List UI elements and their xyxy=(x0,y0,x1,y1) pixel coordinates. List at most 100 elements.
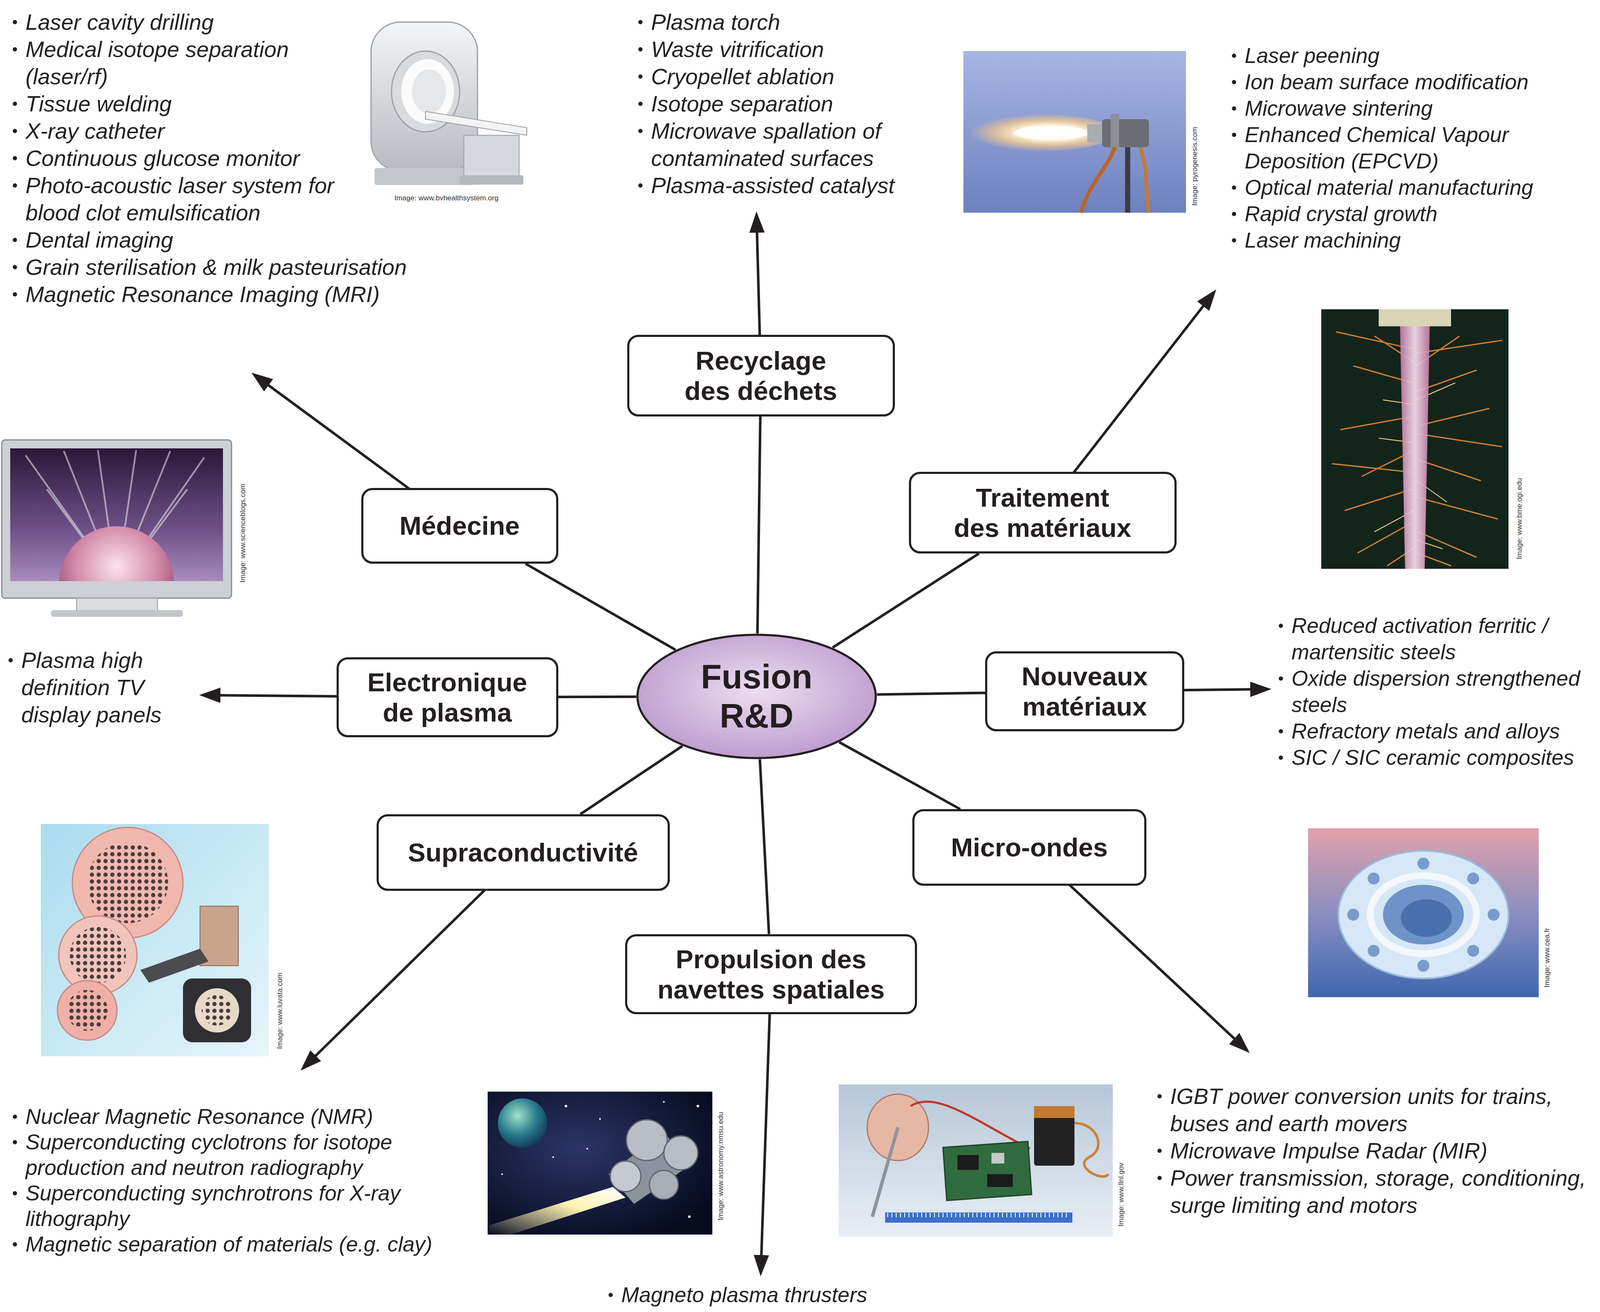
list-item: Superconducting synchrotrons for X-ray l… xyxy=(8,1180,477,1232)
application-text: Magnetic separation of materials (e.g. c… xyxy=(25,1232,433,1257)
image-credit: Image: www.astronomy.nmsu.edu xyxy=(716,1112,726,1221)
radar-device-photo xyxy=(910,1101,1030,1149)
mri-scanner-photo xyxy=(459,175,524,185)
connector-line xyxy=(757,416,761,634)
application-list: Plasma high definition TV display panels xyxy=(4,646,192,729)
plasma-tv-photo xyxy=(76,598,158,612)
application-text: Photo-acoustic laser system for blood cl… xyxy=(25,173,335,226)
spacecraft-picture xyxy=(586,1148,589,1150)
microwave-flange-photo xyxy=(1417,857,1430,870)
connector-line xyxy=(839,742,960,810)
bullet-dot xyxy=(1231,106,1237,111)
application-list: Laser cavity drillingMedical isotope sep… xyxy=(8,8,349,309)
application-text: Microwave sintering xyxy=(1244,96,1433,121)
list-item: Microwave spallation of contaminated sur… xyxy=(634,117,958,172)
microwave-flange-photo xyxy=(1338,851,1509,979)
microwave-flange-photo xyxy=(1367,945,1380,958)
microwave-flange-photo xyxy=(1308,828,1539,998)
application-text: Superconducting cyclotrons for isotope p… xyxy=(25,1130,393,1180)
application-text: Waste vitrification xyxy=(651,37,825,62)
plasma-torch-photo xyxy=(953,113,1115,152)
spacecraft-picture xyxy=(501,1173,503,1176)
application-text: Tissue welding xyxy=(25,91,172,117)
list-item: Isotope separation xyxy=(634,90,958,118)
superconducting-cable-photo xyxy=(40,824,269,1057)
spacecraft-picture xyxy=(696,1105,700,1108)
list-item: Optical material manufacturing xyxy=(1227,174,1596,201)
plasma-spray-photo xyxy=(1400,326,1430,569)
application-list: Reduced activation ferritic / martensiti… xyxy=(1274,612,1596,772)
list-item: IGBT power conversion units for trains, … xyxy=(1153,1082,1596,1138)
bullet-dot xyxy=(8,658,13,663)
mri-scanner-photo xyxy=(411,69,446,114)
bullet-dot xyxy=(12,20,18,25)
category-label: Electronique de plasma xyxy=(366,667,529,729)
radar-device-photo xyxy=(872,1127,898,1218)
bullet-dot xyxy=(12,292,18,297)
list-item: Reduced activation ferritic / martensiti… xyxy=(1274,612,1596,666)
image-credit: Image: pyrogenesis.com xyxy=(1190,126,1200,206)
bullet-dot xyxy=(12,265,18,270)
application-text: Continuous glucose monitor xyxy=(25,145,300,171)
bullet-dot xyxy=(1278,729,1283,734)
application-text: IGBT power conversion units for trains, … xyxy=(1170,1084,1553,1137)
category-box: Recyclage des déchets xyxy=(627,334,895,417)
bullet-dot xyxy=(1157,1094,1162,1099)
radar-device-photo xyxy=(991,1153,1005,1164)
hub-outline xyxy=(636,633,878,760)
microwave-flange-photo xyxy=(1347,908,1360,921)
application-text: Superconducting synchrotrons for X-ray l… xyxy=(25,1181,401,1232)
bullet-dot xyxy=(12,1242,18,1247)
bullet-dot xyxy=(1231,53,1237,58)
bullet-dot xyxy=(12,156,18,161)
spacecraft-picture xyxy=(688,1215,691,1219)
radar-device-photo xyxy=(887,1213,1071,1218)
list-item: Plasma high definition TV display panels xyxy=(4,646,192,729)
radar-device-photo xyxy=(1034,1106,1075,1119)
hub-label: Fusion R&D xyxy=(700,657,814,736)
application-text: Laser cavity drilling xyxy=(25,9,214,35)
category-label: Propulsion des navettes spatiales xyxy=(656,944,886,1006)
application-text: Dental imaging xyxy=(25,227,174,253)
connector-line xyxy=(580,746,683,815)
image-credit: Image: www.bvhealthsystem.org xyxy=(394,194,499,203)
image-credit: Image: www.cea.fr xyxy=(1542,928,1552,988)
superconducting-cable-photo xyxy=(57,980,118,1041)
list-item: Tissue welding xyxy=(8,90,349,118)
microwave-flange-photo xyxy=(1487,908,1500,921)
connector-line xyxy=(877,693,986,695)
list-item: X-ray catheter xyxy=(8,117,349,145)
mri-scanner-photo xyxy=(371,22,527,186)
bullet-dot xyxy=(1278,755,1283,760)
radar-device-photo xyxy=(1074,1123,1109,1177)
microwave-flange-photo xyxy=(1370,875,1477,955)
category-label: Supraconductivité xyxy=(407,837,640,868)
application-text: Magneto plasma thrusters xyxy=(621,1283,868,1308)
category-box: Electronique de plasma xyxy=(336,657,559,738)
superconducting-cable-photo xyxy=(194,988,240,1033)
superconducting-cable-photo xyxy=(201,995,233,1026)
radar-device-photo xyxy=(957,1155,979,1171)
list-item: Superconducting cyclotrons for isotope p… xyxy=(8,1129,477,1181)
spacecraft-picture xyxy=(663,1136,698,1171)
microwave-flange-photo xyxy=(1467,872,1480,885)
mri-scanner-photo xyxy=(463,135,520,178)
application-text: Medical isotope separation (laser/rf) xyxy=(25,37,289,89)
image-credit: Image: www.bme.ogi.edu xyxy=(1515,478,1524,560)
bullet-dot xyxy=(638,101,643,106)
plasma-torch-photo xyxy=(1102,119,1149,148)
mri-scanner-photo xyxy=(374,168,475,186)
application-text: Refractory metals and alloys xyxy=(1291,719,1560,744)
category-box: Nouveaux matériaux xyxy=(985,651,1185,732)
bullet-dot xyxy=(1231,238,1237,243)
bullet-dot xyxy=(12,101,18,106)
bullet-dot xyxy=(12,1140,18,1145)
spacecraft-picture xyxy=(626,1120,668,1161)
plasma-torch-photo xyxy=(1125,147,1131,213)
bullet-dot xyxy=(1231,132,1237,138)
hub-ellipse: Fusion R&D xyxy=(636,633,878,760)
list-item: Power transmission, storage, conditionin… xyxy=(1153,1164,1596,1220)
plasma-torch-photo xyxy=(1110,114,1120,153)
radar-device-photo xyxy=(885,1212,1073,1223)
